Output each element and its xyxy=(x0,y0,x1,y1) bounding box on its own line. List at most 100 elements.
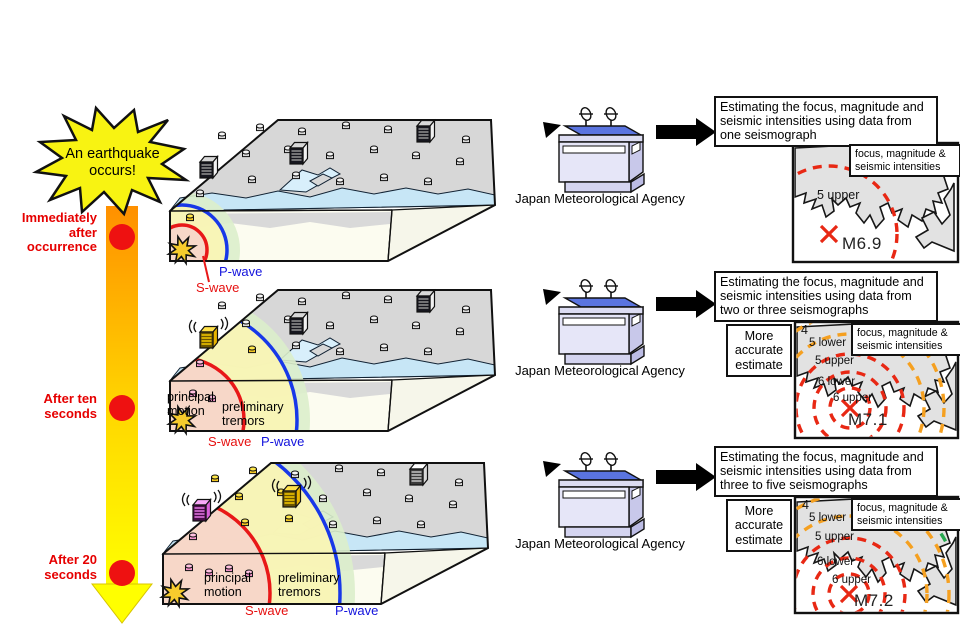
observation-point xyxy=(196,189,204,198)
p-wave-front xyxy=(163,463,342,604)
observation-point xyxy=(256,293,264,302)
observation-point xyxy=(370,315,378,324)
epicenter-star xyxy=(166,234,198,266)
intensity-arc xyxy=(828,386,872,430)
timeline-dot xyxy=(109,224,135,250)
antenna-icon xyxy=(579,107,593,127)
seismograph-station xyxy=(288,310,309,336)
observation-point xyxy=(225,564,233,573)
observation-point xyxy=(218,301,226,310)
preliminary-tremors-label: preliminary tremors xyxy=(278,571,340,599)
estuary xyxy=(278,167,342,193)
agency-label: Japan Meteorological Agency xyxy=(515,536,685,551)
observation-point xyxy=(342,121,350,130)
observation-point xyxy=(248,345,256,354)
intensity-label: 5 lower xyxy=(809,512,847,524)
observation-point xyxy=(235,492,243,501)
p-wave-front xyxy=(170,203,229,261)
observation-point xyxy=(449,500,457,509)
intensity-label: 4 xyxy=(802,498,809,512)
jma-building xyxy=(558,452,645,539)
observation-point xyxy=(186,213,194,222)
antenna-icon xyxy=(579,452,593,472)
observation-point xyxy=(326,151,334,160)
seismograph-station xyxy=(415,118,436,144)
intensity-label: 5 lower xyxy=(809,337,847,349)
preliminary-tremors-label: preliminary tremors xyxy=(222,400,284,428)
agency-label: Japan Meteorological Agency xyxy=(515,363,685,378)
map-tag-box: focus, magnitude & seismic intensities xyxy=(851,498,960,531)
observation-point xyxy=(196,359,204,368)
intensity-label: 6 upper xyxy=(832,574,872,586)
intensity-arc xyxy=(827,572,871,612)
observation-point xyxy=(456,327,464,336)
timeline-label-after-ten: After ten seconds xyxy=(43,391,97,421)
earthquake-starburst-label: An earthquake occurs! xyxy=(65,146,160,180)
s-wave-label: S-wave xyxy=(208,434,252,449)
antenna-icon xyxy=(579,279,593,299)
principal-motion-label: principal motion xyxy=(167,390,214,418)
terrain-block xyxy=(166,288,497,436)
intensity-arc xyxy=(796,514,929,612)
magnitude-label: M6.9 xyxy=(842,234,882,253)
seismograph-station xyxy=(271,475,312,509)
observation-point xyxy=(370,145,378,154)
process-arrow xyxy=(656,118,716,146)
epicenter-star xyxy=(159,577,191,609)
more-accurate-box: More accurate estimate xyxy=(726,499,792,553)
process-arrow xyxy=(656,463,716,491)
observation-point xyxy=(462,135,470,144)
observation-point xyxy=(218,131,226,140)
transmission-arrowhead xyxy=(543,461,561,477)
transmission-arrowhead xyxy=(543,122,561,138)
intensity-arc xyxy=(796,323,946,437)
observation-point xyxy=(208,394,216,403)
observation-point xyxy=(326,321,334,330)
intensity-arc xyxy=(811,556,887,612)
timeline-dot xyxy=(109,395,135,421)
seismograph-station xyxy=(408,461,429,487)
observation-point xyxy=(380,173,388,182)
process-arrow xyxy=(656,290,716,318)
principal-motion-label: principal motion xyxy=(204,571,251,599)
observation-point xyxy=(363,488,371,497)
observation-point xyxy=(242,319,250,328)
epicenter-star xyxy=(166,404,198,436)
observation-point xyxy=(298,297,306,306)
magnitude-label: M7.2 xyxy=(854,591,894,610)
observation-point xyxy=(319,494,327,503)
intensity-label: 6 upper xyxy=(833,392,873,404)
intensity-arc xyxy=(796,352,906,437)
shake-marks xyxy=(271,475,312,493)
observation-point xyxy=(417,520,425,529)
intensity-arc xyxy=(796,332,926,437)
observation-point xyxy=(189,389,197,398)
intensity-arc xyxy=(796,536,907,612)
intensity-label: 5 upper xyxy=(815,531,855,543)
timeline-label-immediately: Immediately after occurrence xyxy=(21,210,97,255)
shake-marks xyxy=(181,489,222,507)
p-wave-label: P-wave xyxy=(335,603,379,618)
observation-point xyxy=(380,343,388,352)
seismograph-station xyxy=(181,489,222,523)
estimate-text-box: Estimating the focus, magnitude and seis… xyxy=(714,446,938,497)
seismograph-station xyxy=(288,140,309,166)
p-wave-label: P-wave xyxy=(261,434,305,449)
intensity-label: 6 lower xyxy=(817,556,855,568)
observation-point xyxy=(412,151,420,160)
s-wave-label: S-wave xyxy=(245,603,289,618)
observation-point xyxy=(455,478,463,487)
estuary xyxy=(278,337,342,363)
intensity-label: 5 upper xyxy=(815,355,855,367)
intensity-arc xyxy=(796,498,951,612)
timeline-arrow xyxy=(90,206,154,624)
observation-point xyxy=(285,514,293,523)
observation-point xyxy=(248,175,256,184)
intensity-arc-green xyxy=(900,498,951,549)
jma-building xyxy=(558,279,645,366)
observation-point xyxy=(424,177,432,186)
antenna-icon xyxy=(604,279,618,299)
seismograph-station xyxy=(198,154,219,180)
observation-point xyxy=(384,295,392,304)
